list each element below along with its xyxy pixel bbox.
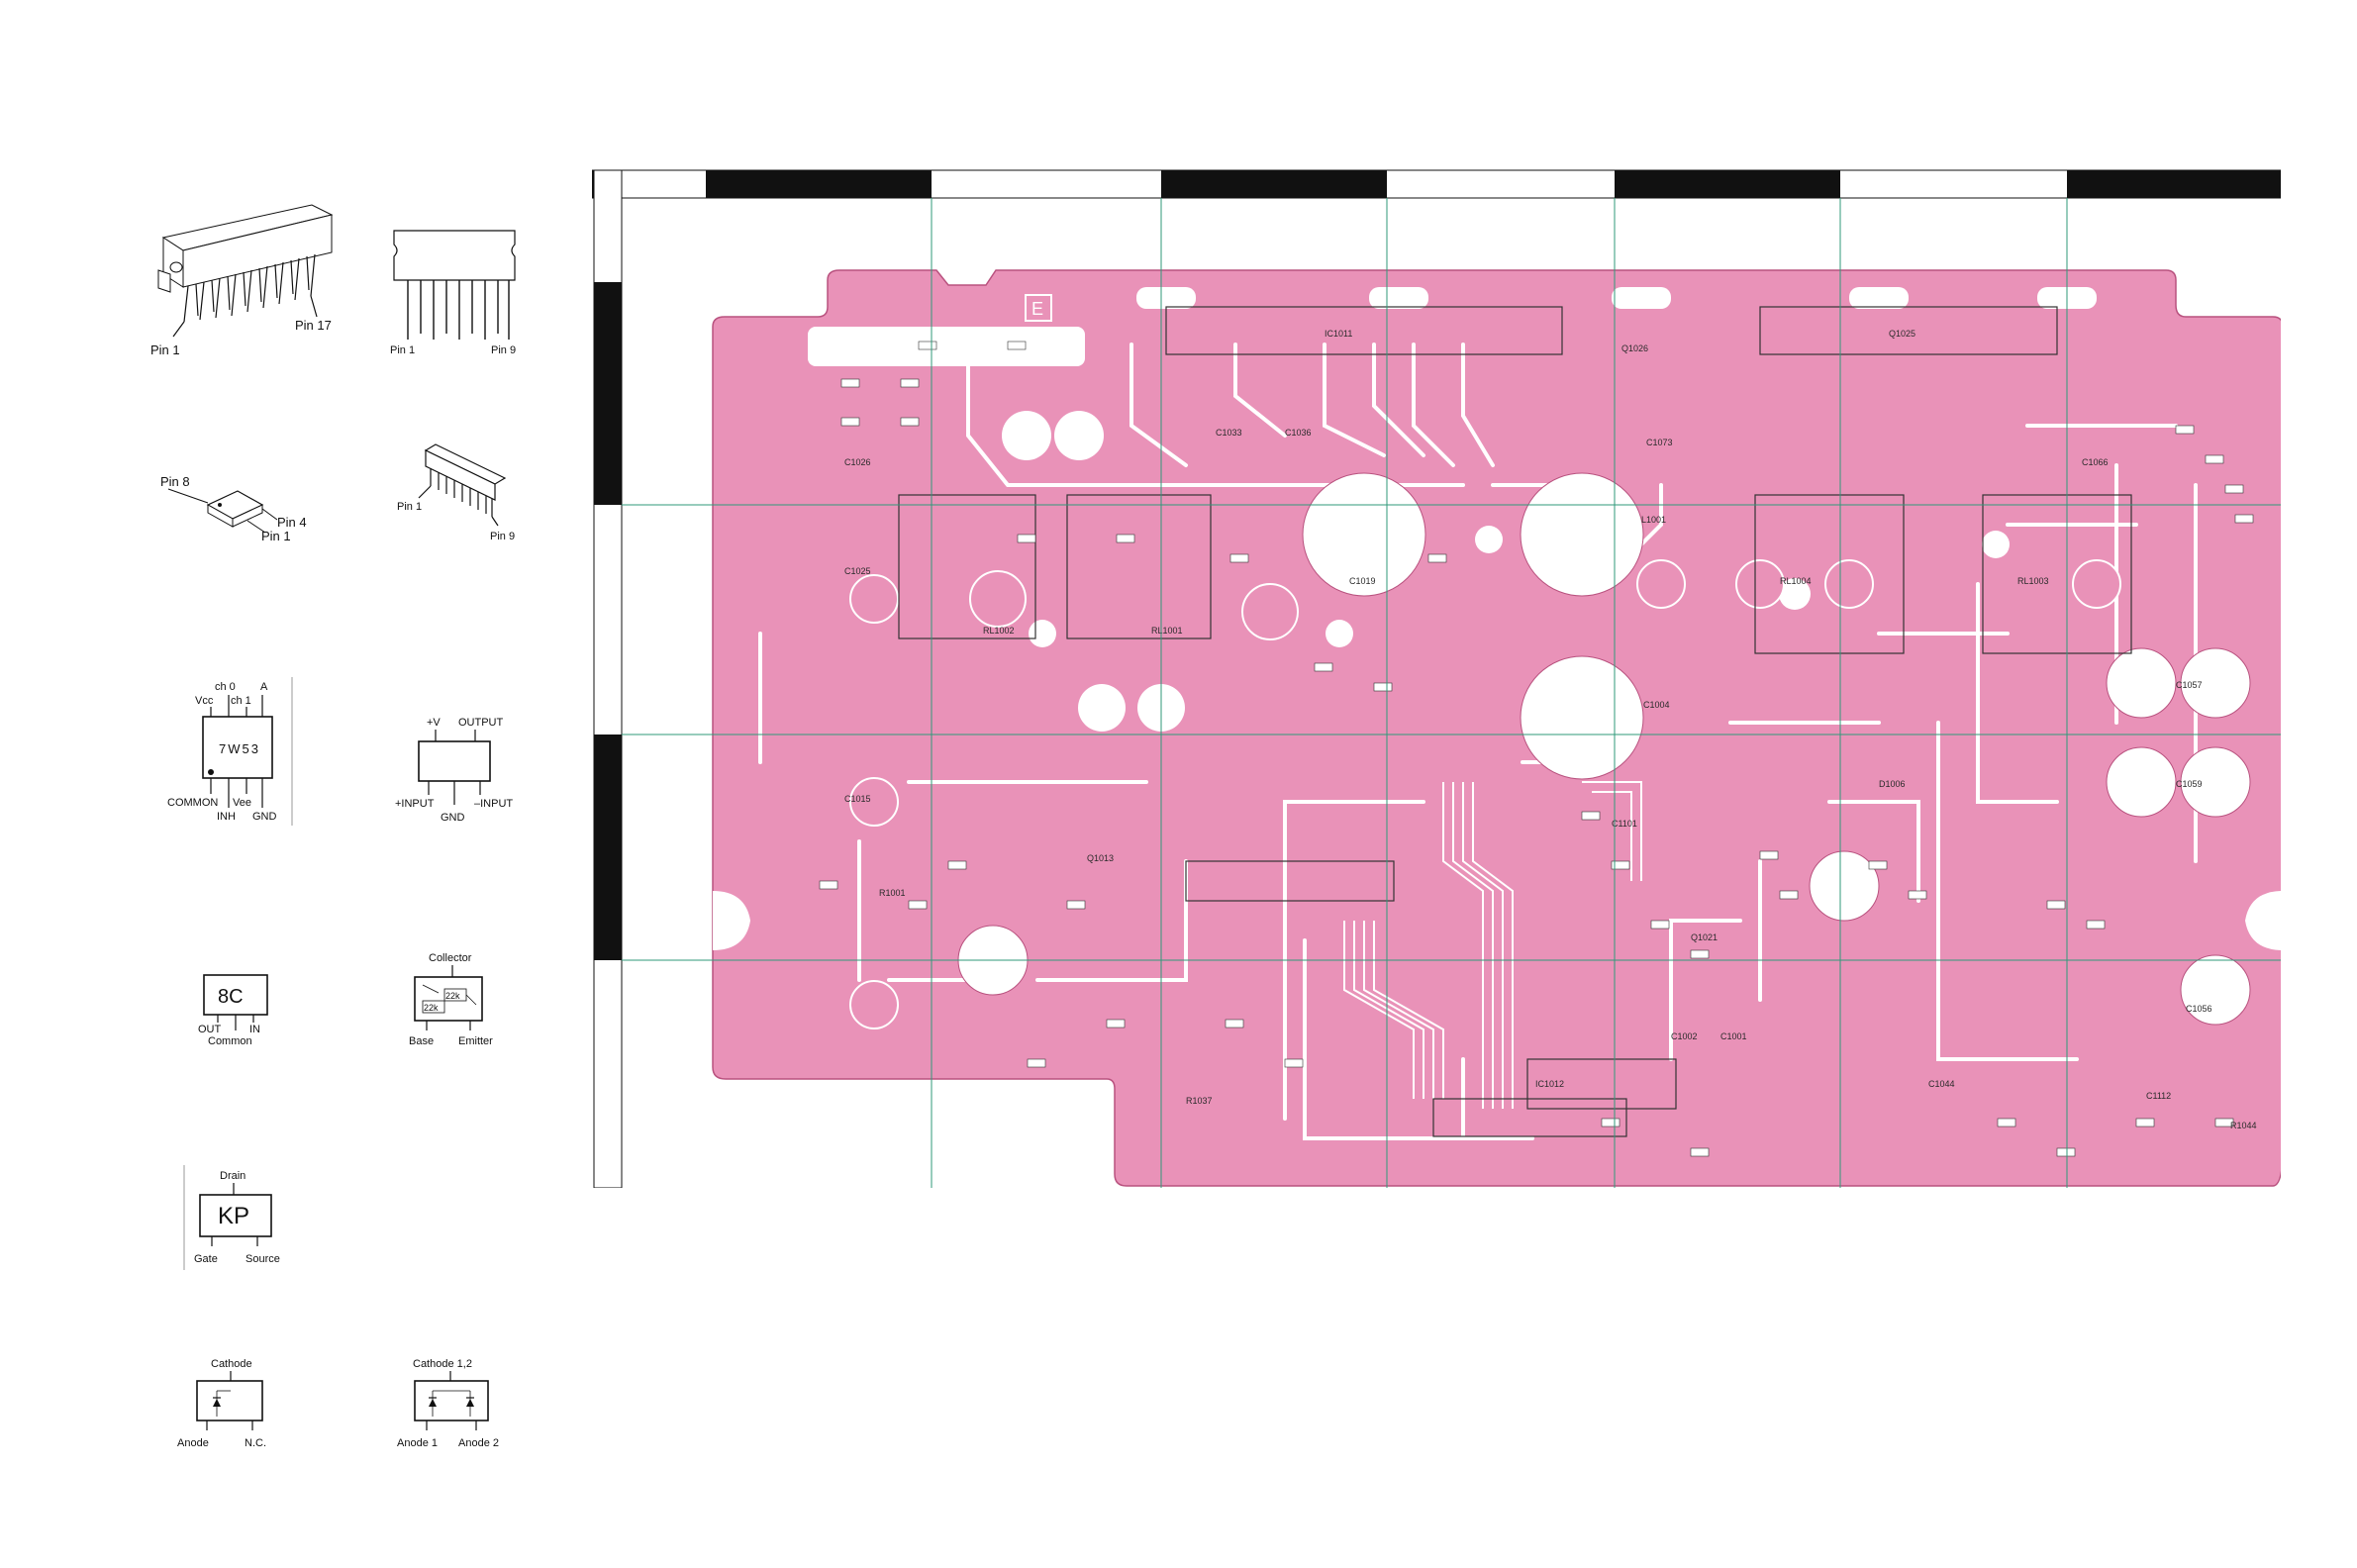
diode-dual-package: Cathode 1,2 Anode 1 Anode 2 xyxy=(391,1351,530,1460)
ref-c1057: C1057 xyxy=(2176,680,2203,690)
opamp5-package: +V OUTPUT +INPUT –INPUT GND xyxy=(391,708,530,827)
ref-c1036: C1036 xyxy=(1285,428,1312,438)
ref-q1025: Q1025 xyxy=(1889,329,1915,339)
sip17-pin1-label: Pin 1 xyxy=(150,343,180,357)
ic7w53-inh-label: INH xyxy=(217,811,236,823)
fet-kp-package: Drain KP Gate Source xyxy=(178,1163,297,1272)
ref-q1026: Q1026 xyxy=(1621,343,1648,353)
ref-rl1002: RL1002 xyxy=(983,626,1015,636)
dual-diode-anode2-label: Anode 2 xyxy=(458,1437,499,1449)
opamp-gnd-label: GND xyxy=(441,812,465,824)
dtr-r1-label: 22k xyxy=(445,991,460,1001)
pcb-marker-box xyxy=(1025,294,1052,322)
ref-ic1011: IC1011 xyxy=(1325,329,1352,339)
ref-q1013: Q1013 xyxy=(1087,853,1114,863)
pcb-layout: E IC1011 Q1025 Q1026 L1001 C1004 IC1012 … xyxy=(592,168,2281,1188)
sip9-pin1-label: Pin 1 xyxy=(390,344,415,356)
dual-diode-cathode-label: Cathode 1,2 xyxy=(413,1358,472,1370)
ref-r1001: R1001 xyxy=(879,888,906,898)
pcb-grid xyxy=(622,198,2281,1188)
sip9-small-pin1-label: Pin 1 xyxy=(397,501,422,513)
opamp-v-label: +V xyxy=(427,717,441,729)
ref-c1004: C1004 xyxy=(1643,700,1670,710)
ref-rl1004: RL1004 xyxy=(1780,576,1812,586)
reg-marking: 8C xyxy=(218,986,244,1008)
diode-cathode-label: Cathode xyxy=(211,1358,252,1370)
ref-c1112: C1112 xyxy=(2146,1091,2171,1101)
pcb-smd-pads xyxy=(819,341,2254,1157)
ic-7w53-package: ch 0 A Vcc ch 1 7W53 COMMON Vee INH GND xyxy=(163,673,307,827)
ref-d1006: D1006 xyxy=(1879,779,1906,789)
ref-ic1012: IC1012 xyxy=(1535,1079,1564,1089)
reg-8c-package: 8C OUT IN Common xyxy=(188,965,297,1054)
ref-c1026: C1026 xyxy=(844,457,871,467)
ic7w53-vee-label: Vee xyxy=(233,797,251,809)
frame-ruler-top xyxy=(592,169,2281,199)
sip17-pin17-label: Pin 17 xyxy=(295,318,332,333)
ic7w53-vcc-label: Vcc xyxy=(195,695,214,707)
dtr-r2-label: 22k xyxy=(424,1003,439,1013)
dual-diode-anode1-label: Anode 1 xyxy=(397,1437,438,1449)
pcb-relay-outlines xyxy=(898,306,2132,1137)
fet-source-label: Source xyxy=(246,1253,280,1265)
ref-c1044: C1044 xyxy=(1928,1079,1955,1089)
ic7w53-ch0-label: ch 0 xyxy=(215,681,236,693)
ref-rl1003: RL1003 xyxy=(2017,576,2049,586)
ref-l1001: L1001 xyxy=(1641,515,1666,525)
ref-c1002: C1002 xyxy=(1671,1031,1698,1041)
dtr-collector-label: Collector xyxy=(429,952,472,964)
frame-ruler-left xyxy=(593,169,623,1188)
diode-single-package: Cathode Anode N.C. xyxy=(173,1351,292,1460)
opamp-minus-input-label: –INPUT xyxy=(474,798,513,810)
ref-c1025: C1025 xyxy=(844,566,871,576)
ic7w53-ch1-label: ch 1 xyxy=(231,695,251,707)
opamp-plus-input-label: +INPUT xyxy=(395,798,435,810)
ic7w53-a-label: A xyxy=(260,681,268,693)
sip9-small-pin9-label: Pin 9 xyxy=(490,531,515,542)
ic7w53-marking: 7W53 xyxy=(219,741,260,756)
diode-anode-label: Anode xyxy=(177,1437,209,1449)
ref-c1033: C1033 xyxy=(1216,428,1242,438)
ref-c1066: C1066 xyxy=(2082,457,2109,467)
soic8-pin8-label: Pin 8 xyxy=(160,474,190,489)
pcb-marker-letter: E xyxy=(1031,299,1043,319)
ref-r1044: R1044 xyxy=(2230,1121,2257,1130)
ref-c1001: C1001 xyxy=(1720,1031,1747,1041)
ref-c1019: C1019 xyxy=(1349,576,1376,586)
soic8-pin1-label: Pin 1 xyxy=(261,529,291,543)
sip9-small-package: Pin 1 Pin 9 xyxy=(391,441,530,544)
pcb-thin-traces xyxy=(1343,781,1642,1109)
sip9-pin9-label: Pin 9 xyxy=(491,344,516,356)
sip17-package: Pin 1 Pin 17 xyxy=(148,193,356,366)
ref-c1015: C1015 xyxy=(844,794,871,804)
dtr-emitter-label: Emitter xyxy=(458,1035,493,1047)
reg-out-label: OUT xyxy=(198,1024,222,1035)
ic7w53-gnd-label: GND xyxy=(252,811,277,823)
ref-r1037: R1037 xyxy=(1186,1096,1213,1106)
reg-common-label: Common xyxy=(208,1035,252,1047)
fet-drain-label: Drain xyxy=(220,1170,246,1182)
dtr-base-label: Base xyxy=(409,1035,434,1047)
fet-marking: KP xyxy=(218,1203,249,1229)
ref-c1056: C1056 xyxy=(2186,1004,2212,1014)
pcb-board-outline xyxy=(712,269,2281,1187)
ref-c1073: C1073 xyxy=(1646,438,1673,447)
pcb-cutouts xyxy=(713,287,2281,950)
ref-rl1001: RL1001 xyxy=(1151,626,1183,636)
diode-nc-label: N.C. xyxy=(245,1437,266,1449)
ic7w53-common-label: COMMON xyxy=(167,797,218,809)
dtr-package: Collector 22k 22k Base Emitter xyxy=(401,945,515,1054)
soic8-package: Pin 8 Pin 4 Pin 1 xyxy=(158,474,327,554)
ref-c1059: C1059 xyxy=(2176,779,2203,789)
soic8-pin4-label: Pin 4 xyxy=(277,515,307,530)
sip9-package: Pin 1 Pin 9 xyxy=(386,223,535,361)
pcb-electrolytic-caps xyxy=(849,472,2251,1029)
reg-in-label: IN xyxy=(249,1024,260,1035)
pcb-ref-labels: IC1011 Q1025 Q1026 L1001 C1004 IC1012 Q1… xyxy=(844,329,2257,1130)
fet-gate-label: Gate xyxy=(194,1253,218,1265)
ref-q1021: Q1021 xyxy=(1691,932,1718,942)
ref-c1101: C1101 xyxy=(1612,819,1637,829)
opamp-output-label: OUTPUT xyxy=(458,717,504,729)
